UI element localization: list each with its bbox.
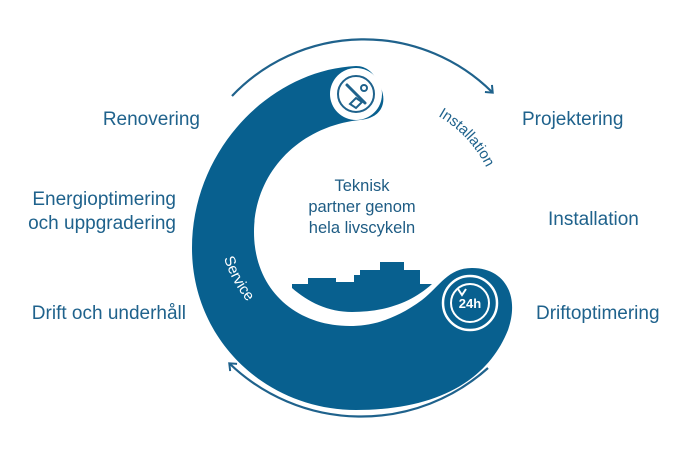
label-energioptimering: Energioptimering (32, 189, 176, 210)
label-drift-underhall: Drift och underhåll (31, 303, 186, 324)
center-line-3: hela livscykeln (308, 219, 416, 237)
lifecycle-band (192, 66, 513, 410)
label-driftoptimering: Driftoptimering (536, 303, 660, 324)
center-line-2: partner genom (308, 198, 416, 216)
installation-arc-label: Installation (436, 105, 498, 170)
center-line-1: Teknisk (334, 177, 390, 195)
label-installation: Installation (548, 209, 639, 230)
city-skyline-icon (292, 262, 432, 312)
24h-service-icon (441, 274, 499, 332)
label-uppgradering: och uppgradering (28, 213, 176, 234)
center-caption: Teknisk partner genom hela livscykeln (282, 176, 442, 239)
top-cycle-arrow (231, 38, 494, 97)
label-renovering: Renovering (102, 109, 200, 130)
label-projektering: Projektering (522, 109, 624, 130)
24h-badge-text: 24h (459, 296, 481, 311)
bottom-cycle-arrow (228, 362, 489, 418)
wrench-nut-icon (330, 68, 382, 120)
